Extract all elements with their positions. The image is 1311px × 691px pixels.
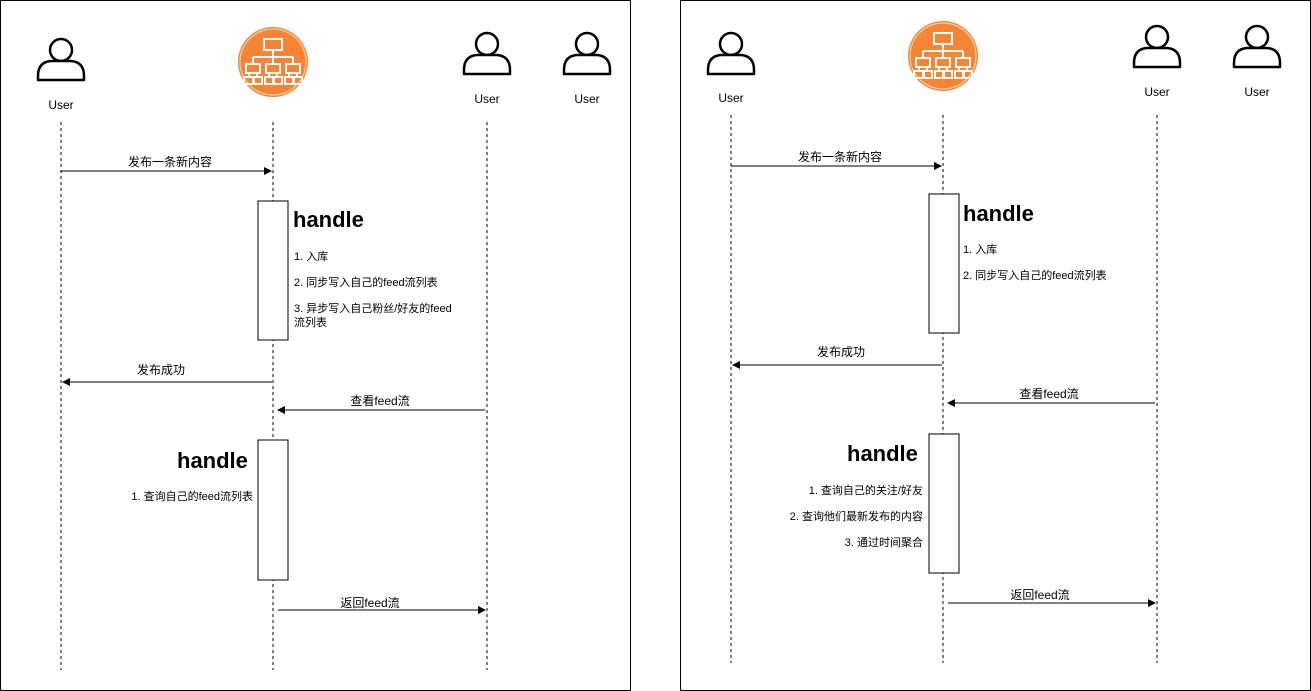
- right-actor-user-1-label: User: [718, 91, 744, 105]
- left-diagram-panel: [0, 0, 631, 691]
- right-handle-2-title: handle: [847, 441, 918, 466]
- left-actor-user-3-icon: [562, 31, 612, 76]
- right-actor-user-2-label: User: [1144, 85, 1170, 99]
- left-handle-1-title: handle: [293, 207, 364, 232]
- left-actor-user-3-label: User: [574, 92, 600, 106]
- right-actor-user-1-icon: [706, 31, 756, 76]
- right-handle-1-step-2: 2. 同步写入自己的feed流列表: [963, 270, 1107, 282]
- right-activation-box-1: [928, 193, 960, 334]
- left-handle-1-step-1: 1. 入库: [294, 251, 329, 263]
- left-msg-view-feed: 查看feed流: [350, 394, 410, 408]
- left-handle-2-step-1: 1. 查询自己的feed流列表: [131, 491, 253, 503]
- right-activation-box-2: [928, 433, 960, 574]
- left-activation-box-2: [257, 439, 289, 581]
- right-handle-2-step-3: 3. 通过时间聚合: [844, 537, 923, 549]
- left-handle-1-step-3: 3. 异步写入自己粉丝/好友的feed流列表: [294, 303, 452, 329]
- left-msg-publish-ok: 发布成功: [136, 363, 185, 377]
- right-actor-user-2-icon: [1132, 24, 1182, 69]
- right-actor-user-3-icon: [1232, 24, 1282, 69]
- right-handle-1-step-1: 1. 入库: [963, 244, 998, 256]
- left-activation-box-1: [257, 200, 289, 341]
- right-actor-user-3-label: User: [1244, 85, 1270, 99]
- right-diagram-panel: [680, 0, 1311, 691]
- right-handle-2-step-1: 1. 查询自己的关注/好友: [808, 485, 923, 497]
- left-handle-2-title: handle: [177, 448, 248, 473]
- left-server-hierarchy-icon: [237, 26, 309, 98]
- right-handle-1-title: handle: [963, 201, 1034, 226]
- left-actor-user-1-label: User: [48, 98, 74, 112]
- right-msg-return-feed: 返回feed流: [1010, 588, 1070, 602]
- left-actor-user-2-icon: [462, 31, 512, 76]
- left-actor-user-2-label: User: [474, 92, 500, 106]
- right-msg-view-feed: 查看feed流: [1019, 387, 1079, 401]
- right-msg-publish-ok: 发布成功: [816, 345, 865, 359]
- right-server-hierarchy-icon: [907, 20, 979, 92]
- left-handle-1-step-2: 2. 同步写入自己的feed流列表: [294, 277, 438, 289]
- left-msg-return-feed: 返回feed流: [340, 596, 400, 610]
- left-actor-user-1-icon: [36, 37, 86, 82]
- right-msg-publish: 发布一条新内容: [797, 150, 882, 164]
- right-handle-2-step-2: 2. 查询他们最新发布的内容: [789, 511, 923, 523]
- left-msg-publish: 发布一条新内容: [127, 155, 212, 169]
